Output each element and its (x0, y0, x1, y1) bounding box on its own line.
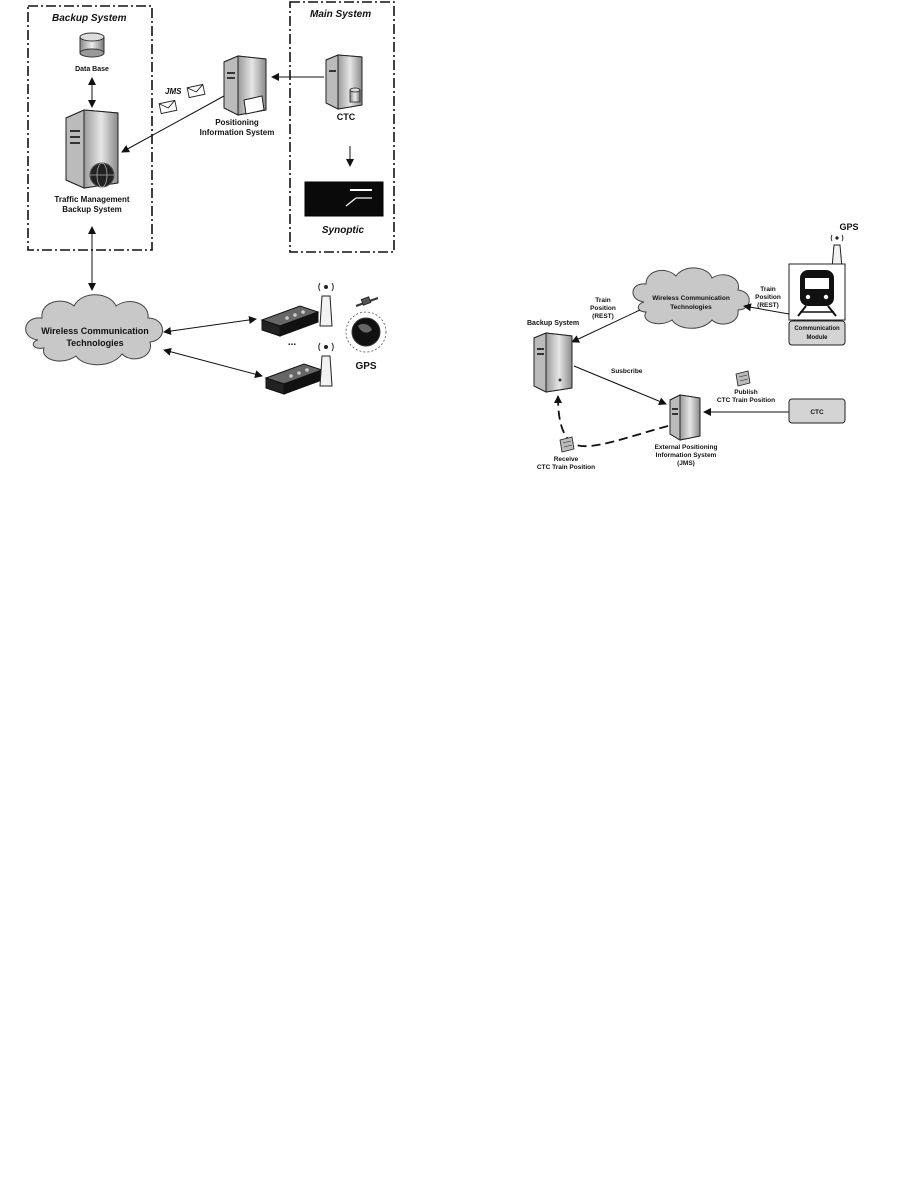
message-icon (559, 436, 575, 453)
cloud-device1-arrow (163, 316, 257, 335)
left-diagram: Backup System Main System Data Base Traf… (25, 1, 395, 395)
main-system-box (289, 1, 395, 253)
synoptic-label: Synoptic (322, 225, 365, 236)
comm-module-line1: Communication (794, 326, 840, 332)
ctc-label: CTC (337, 112, 356, 122)
tm-label-line2: Backup System (62, 205, 122, 214)
train-pos-right-line2: Position (755, 294, 781, 301)
cloud-to-backup-arrow (571, 309, 641, 343)
positioning-label-line2: Information System (200, 128, 275, 137)
train-pos-left-line1: Train (595, 297, 611, 304)
envelope-icon (186, 83, 206, 99)
message-icon (735, 370, 751, 387)
positioning-to-tm-arrow (121, 95, 225, 153)
backup-server-icon (533, 332, 573, 393)
subscribe-arrow (573, 365, 667, 406)
receive-line1: Receive (554, 456, 579, 463)
onboard-device-icon (264, 363, 324, 395)
tm-label-line1: Traffic Management (54, 195, 129, 204)
backup-system-label: Backup System (527, 320, 579, 327)
synoptic-screen-icon (304, 181, 384, 217)
publish-line2: CTC Train Position (717, 397, 775, 404)
antenna-icon (830, 234, 844, 269)
backup-system-box (27, 5, 153, 251)
receive-line2: CTC Train Position (537, 464, 595, 471)
device-ellipsis: ... (288, 337, 297, 348)
external-line1: External Positioning (655, 444, 718, 451)
envelope-icon (158, 99, 178, 115)
right-wireless-line1: Wireless Communication (652, 295, 730, 302)
data-base-label: Data Base (75, 66, 109, 73)
right-ctc-label: CTC (810, 409, 824, 416)
train-pos-right-line3: (REST) (757, 302, 779, 309)
main-system-title: Main System (310, 9, 371, 20)
backup-system-title: Backup System (52, 13, 127, 24)
wireless-cloud-icon (25, 294, 163, 366)
positioning-label-line1: Positioning (215, 118, 259, 127)
antenna-icon (318, 342, 334, 387)
cloud-device2-arrow (163, 347, 263, 379)
right-gps-label: GPS (839, 222, 858, 232)
right-wireless-line2: Technologies (670, 304, 712, 311)
publish-line1: Publish (734, 389, 758, 396)
external-positioning-server-icon (669, 394, 701, 441)
antenna-icon (318, 282, 334, 327)
ctc-box (788, 398, 846, 424)
database-icon (79, 32, 105, 58)
right-diagram: GPS Communication Module Wireless Commun… (527, 222, 859, 471)
wireless-cloud-icon (632, 267, 750, 329)
external-line2: Information System (656, 452, 717, 459)
left-gps-label: GPS (355, 361, 376, 372)
ctc-server-icon (325, 54, 363, 110)
train-pos-right-line1: Train (760, 286, 776, 293)
jms-label: JMS (165, 87, 182, 96)
train-pos-left-line3: (REST) (592, 313, 614, 320)
gps-globe-icon (345, 296, 387, 353)
external-line3: (JMS) (677, 460, 695, 467)
onboard-device-icon (260, 305, 320, 337)
comm-module-line2: Module (807, 335, 829, 341)
receive-dashed-arrow (554, 395, 669, 448)
train-pos-left-line2: Position (590, 305, 616, 312)
left-wireless-line2: Technologies (66, 338, 123, 348)
communication-module-box (788, 320, 846, 346)
subscribe-label: Susbcribe (611, 368, 643, 375)
left-wireless-line1: Wireless Communication (41, 326, 148, 336)
positioning-server-icon (223, 55, 267, 116)
traffic-management-server-icon (65, 109, 119, 189)
train-icon (788, 263, 846, 321)
module-to-cloud-arrow (743, 303, 790, 315)
